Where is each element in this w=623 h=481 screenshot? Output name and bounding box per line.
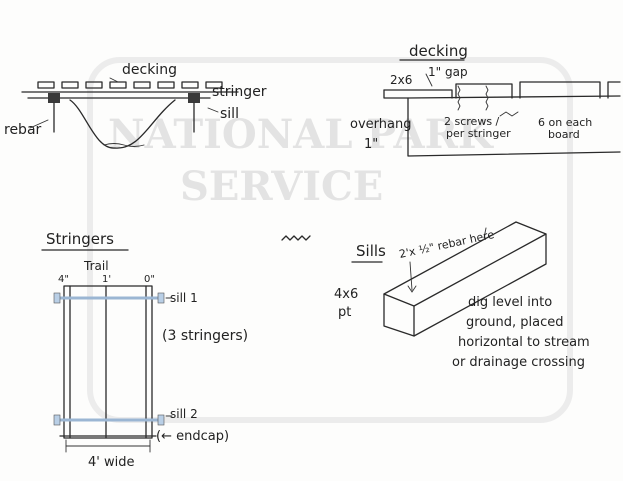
sill-note-4: or drainage crossing xyxy=(452,355,585,370)
gap-label: 1" gap xyxy=(428,65,468,79)
width-label: 4' wide xyxy=(88,455,134,470)
decking-label: decking xyxy=(122,62,177,78)
sill-note-1: dig level into xyxy=(468,295,552,310)
sill-note-2: ground, placed xyxy=(466,315,564,330)
sill-right xyxy=(188,93,200,103)
endcap-label: (← endcap) xyxy=(156,429,229,444)
stream-channel xyxy=(69,99,176,149)
scribble xyxy=(281,235,311,241)
decking-boards xyxy=(37,81,223,89)
sill-left xyxy=(48,93,60,103)
sill-label: sill xyxy=(220,106,239,122)
trail-label: Trail xyxy=(83,259,109,273)
overhang-label: overhang xyxy=(350,117,411,132)
watermark-line1: NATIONAL PARK xyxy=(108,111,494,158)
each-board-label-2: board xyxy=(548,128,580,141)
stringers-title: Stringers xyxy=(46,230,114,248)
sill-size-label: 4x6 xyxy=(334,287,358,302)
watermark-line2: SERVICE xyxy=(180,163,383,210)
overhang-size-label: 1" xyxy=(364,137,378,152)
stringer-count-label: (3 stringers) xyxy=(162,328,248,344)
stringer-label: stringer xyxy=(212,84,267,100)
sill-treatment-label: pt xyxy=(338,305,351,320)
sill-1-label: sill 1 xyxy=(170,291,198,305)
screws-label-1: 2 screws / xyxy=(444,115,500,128)
stringer-plan-drawing xyxy=(53,285,173,453)
dim-mid-label: 1' xyxy=(102,274,111,285)
watermark: NATIONAL PARK SERVICE xyxy=(87,57,573,423)
sills-title: Sills xyxy=(356,242,386,260)
each-board-label-1: 6 on each xyxy=(538,116,592,129)
decking-detail-title: decking xyxy=(409,42,468,60)
sill-block-drawing xyxy=(383,221,547,337)
decking-detail-drawing xyxy=(383,73,621,157)
screws xyxy=(457,85,489,111)
sill-rebar-label: 2'x ½" rebar here xyxy=(398,228,496,261)
screws-label-2: per stringer xyxy=(446,127,511,140)
dim-right-label: 0" xyxy=(144,274,155,285)
rebar-label: rebar xyxy=(4,122,42,138)
cross-section-drawing xyxy=(21,77,239,149)
dim-left-label: 4" xyxy=(58,274,69,285)
board-size-label: 2x6 xyxy=(390,73,412,87)
sill-2-label: sill 2 xyxy=(170,407,198,421)
sill-note-3: horizontal to stream xyxy=(458,335,590,350)
